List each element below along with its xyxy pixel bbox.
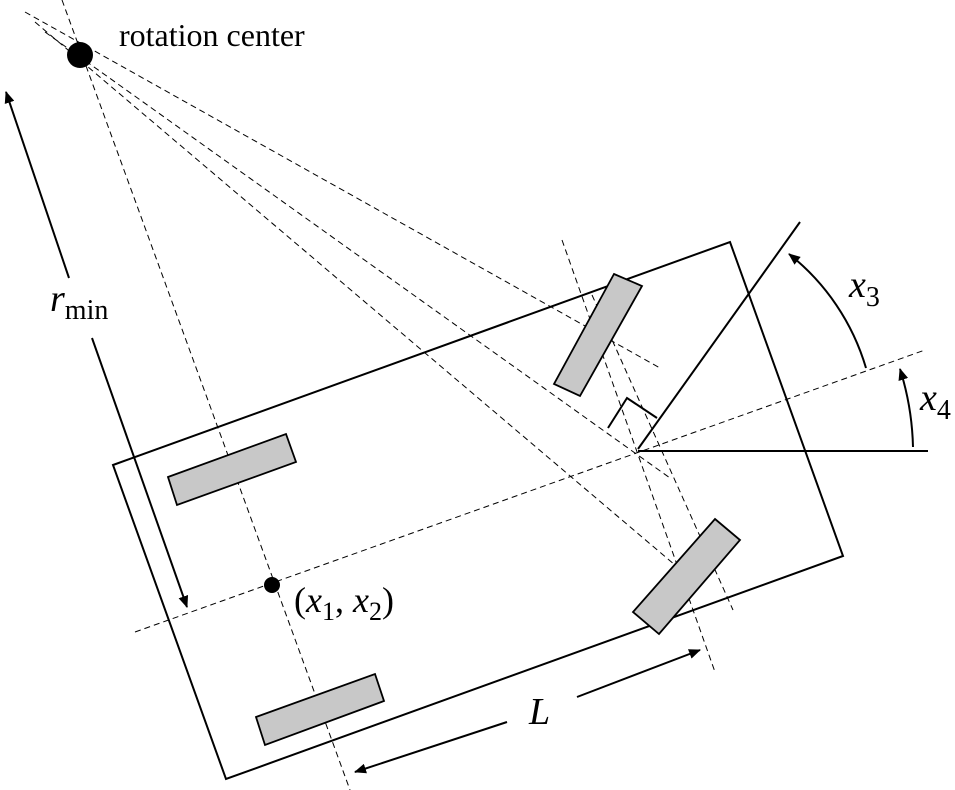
rotation-center-label: rotation center — [119, 17, 305, 53]
position-x1: x — [305, 580, 322, 620]
x4-subscript: 4 — [937, 395, 951, 426]
rear-left-wheel — [166, 432, 298, 507]
rear-right-wheel — [254, 672, 386, 747]
position-label: (x1, x2) — [294, 580, 394, 626]
front-axle-line — [561, 239, 716, 673]
position-close-paren: ) — [382, 580, 394, 620]
x3-label: x3 — [848, 264, 880, 313]
length-arrow-left — [354, 721, 508, 774]
x4-angle-arc — [898, 368, 914, 448]
r-min-label: rmin — [50, 278, 108, 326]
position-comma: , — [335, 580, 353, 620]
front-right-wheel-ray — [34, 21, 676, 566]
length-label: L — [528, 691, 550, 733]
car-position-point — [264, 577, 280, 593]
r-min-main: r — [50, 278, 65, 320]
front-right-wheel — [631, 517, 742, 636]
position-x1-subscript: 1 — [322, 597, 335, 626]
x4-label: x4 — [919, 377, 951, 426]
rotation-center-point — [67, 42, 93, 68]
car-centerline — [134, 349, 926, 633]
r-min-arrow-up — [4, 91, 70, 279]
x3-angle-arc — [788, 253, 867, 369]
position-x2: x — [352, 580, 369, 620]
length-arrow-right — [576, 649, 701, 698]
front-center-ray — [44, 31, 671, 479]
x4-main: x — [919, 377, 937, 419]
position-open-paren: ( — [294, 580, 306, 620]
front-wheel-axle-right — [591, 294, 734, 611]
position-x2-subscript: 2 — [369, 597, 382, 626]
r-min-arrow-down — [91, 337, 189, 608]
steering-direction-line — [637, 221, 801, 450]
x3-subscript: 3 — [866, 282, 880, 313]
car-body — [111, 240, 845, 781]
right-angle-marker — [607, 396, 658, 429]
r-min-subscript: min — [65, 295, 109, 326]
rear-axle-line — [61, 0, 351, 790]
front-left-wheel — [552, 272, 644, 398]
wheels — [166, 272, 742, 747]
construction-lines — [24, 0, 926, 790]
front-left-wheel-ray — [24, 11, 661, 369]
x3-main: x — [848, 264, 866, 306]
